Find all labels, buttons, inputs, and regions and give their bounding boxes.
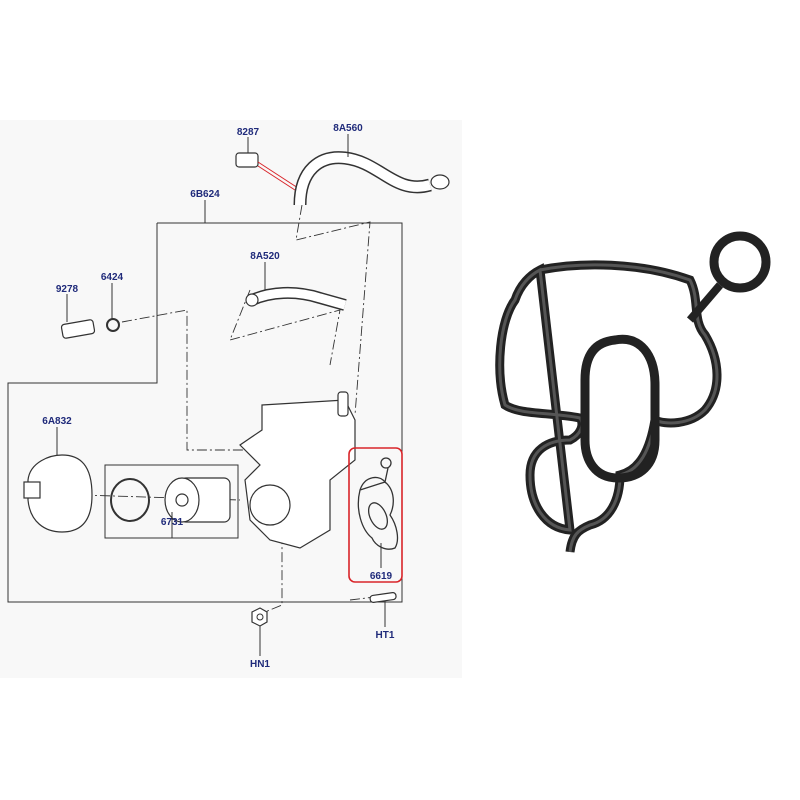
label-assembly[interactable]: 6B624 xyxy=(190,189,220,200)
hose-connector xyxy=(430,174,450,190)
nut-part[interactable] xyxy=(251,607,268,627)
clamp-pointer xyxy=(257,161,299,189)
filter-seal-ring[interactable] xyxy=(110,478,150,522)
label-upper-hose[interactable]: 8A560 xyxy=(333,123,363,134)
label-clamp[interactable]: 8287 xyxy=(237,127,260,138)
connection-line xyxy=(121,309,270,451)
o-ring-part[interactable] xyxy=(106,318,120,332)
connection-line xyxy=(264,519,296,613)
label-sensor[interactable]: 9278 xyxy=(56,284,79,295)
label-gasket[interactable]: 6619 xyxy=(370,571,393,582)
connection-line xyxy=(229,289,341,366)
gasket-product-image xyxy=(495,231,771,553)
gasket-highlight-box xyxy=(348,447,403,583)
assembly-outline xyxy=(7,222,403,603)
lower-hose-part[interactable] xyxy=(250,288,347,310)
label-nut[interactable]: HN1 xyxy=(250,659,270,670)
gasket-small-part[interactable] xyxy=(357,467,399,550)
filter-cap-part[interactable] xyxy=(27,454,93,533)
label-o-ring[interactable]: 6424 xyxy=(101,272,124,283)
clamp-part[interactable] xyxy=(235,152,259,168)
stud-part[interactable] xyxy=(369,592,397,603)
label-filter-cap[interactable]: 6A832 xyxy=(42,416,72,427)
label-filter-element[interactable]: 6731 xyxy=(161,517,184,528)
sensor-part[interactable] xyxy=(60,319,96,339)
label-lower-hose[interactable]: 8A520 xyxy=(250,251,280,262)
clamp-pointer xyxy=(257,165,299,193)
label-stud[interactable]: HT1 xyxy=(376,630,395,641)
connection-line xyxy=(295,204,371,416)
diagram-background xyxy=(0,120,462,678)
